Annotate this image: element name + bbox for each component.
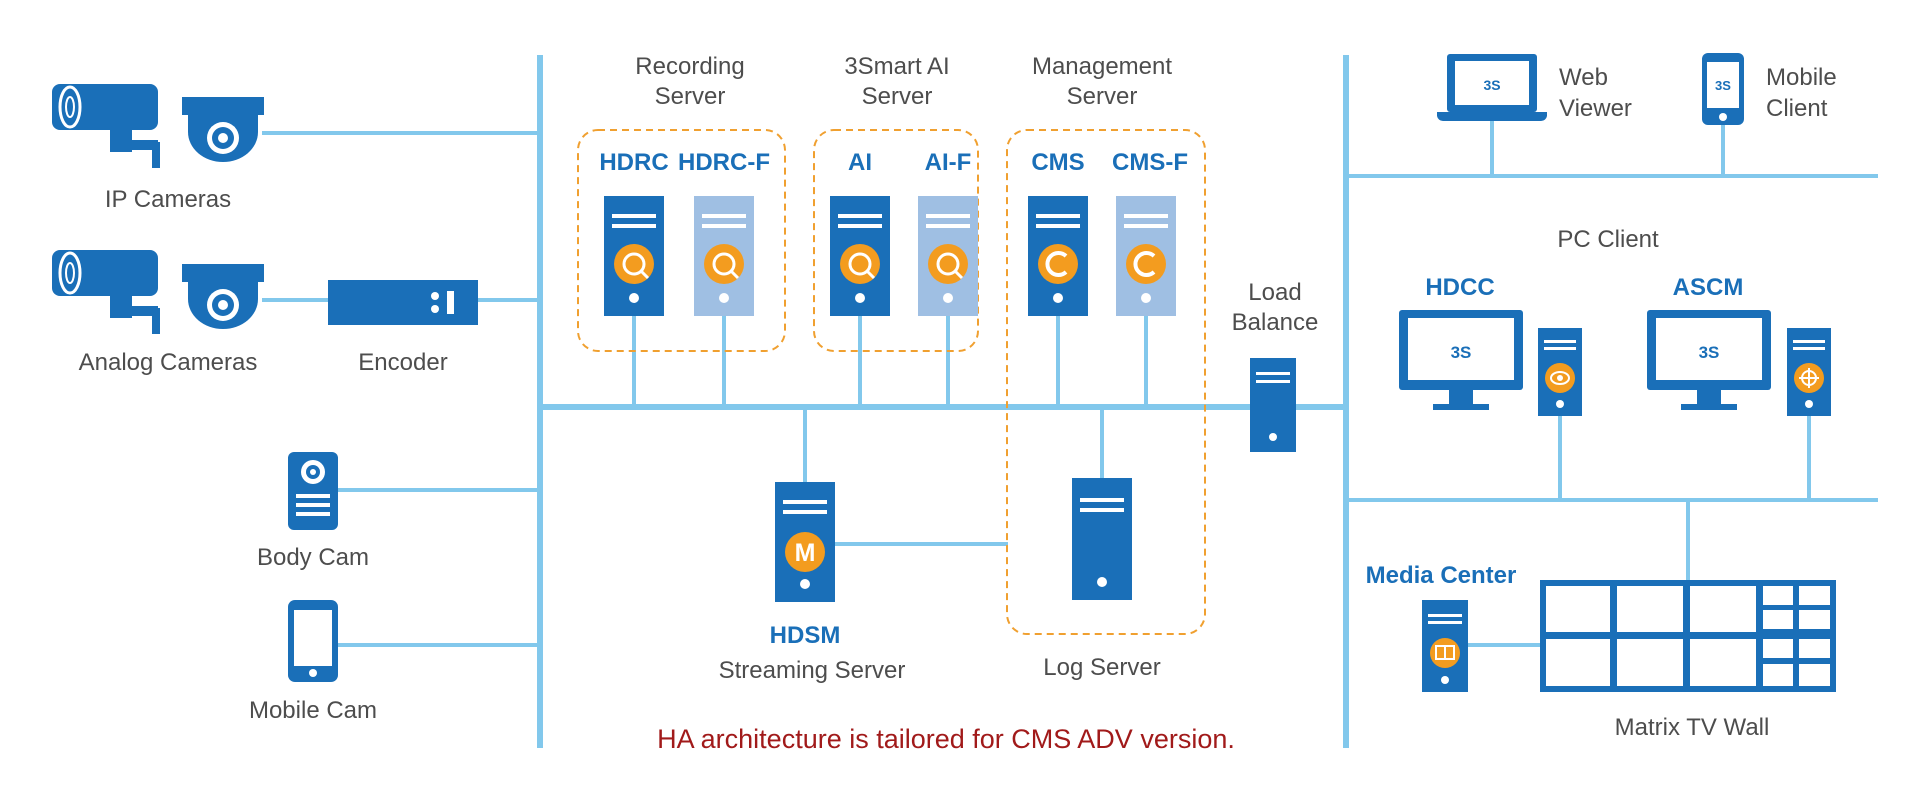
ai-server-icon — [830, 196, 890, 316]
encoder: Encoder — [328, 280, 478, 376]
network-lines — [262, 55, 1878, 748]
web-viewer: 3S Web Viewer — [1437, 54, 1632, 122]
mobile-client-logo: 3S — [1715, 78, 1731, 93]
hdcc-client: HDCC 3S — [1399, 274, 1582, 416]
tv-wall-label: Matrix TV Wall — [1615, 714, 1770, 741]
cms-label: CMS — [1031, 149, 1084, 176]
hdsm-server-icon: M — [775, 482, 835, 602]
recording-group-outline — [577, 129, 786, 352]
ip-cameras-label: IP Cameras — [105, 186, 231, 213]
media-center: Media Center — [1366, 562, 1517, 692]
bullet-camera-icon — [52, 84, 160, 168]
mobile-client-line2: Client — [1766, 95, 1828, 122]
hdsm-icon-letter: M — [795, 539, 816, 567]
mobile-cam-label: Mobile Cam — [249, 697, 377, 724]
ai-title-line2: Server — [862, 83, 933, 110]
dome-camera-icon — [182, 97, 264, 162]
recording-server-group: Recording Server HDRC HDRC-F — [599, 53, 770, 316]
tv-wall-icon — [1540, 580, 1836, 692]
hdcc-label: HDCC — [1425, 274, 1494, 301]
bullet-camera-icon — [52, 250, 160, 334]
web-viewer-line1: Web — [1559, 64, 1608, 91]
ascm-client: ASCM 3S — [1647, 274, 1831, 416]
matrix-tv-wall: Matrix TV Wall — [1540, 580, 1836, 741]
streaming-server-label: Streaming Server — [719, 657, 906, 684]
ai-server-group: 3Smart AI Server AI AI-F — [830, 53, 978, 316]
hdrc-f-server-icon — [694, 196, 754, 316]
web-viewer-line2: Viewer — [1559, 95, 1632, 122]
hdsm-label: HDSM — [770, 622, 841, 649]
ha-note: HA architecture is tailored for CMS ADV … — [657, 724, 1235, 754]
management-server-group: Management Server CMS CMS-F — [1028, 53, 1188, 316]
mobile-cam: Mobile Cam — [249, 600, 377, 724]
web-viewer-logo: 3S — [1483, 77, 1500, 93]
hdrc-server-icon — [604, 196, 664, 316]
load-balance-line2: Balance — [1232, 309, 1319, 336]
encoder-icon — [328, 280, 478, 325]
dome-camera-icon — [182, 264, 264, 329]
phone-icon: 3S — [1702, 53, 1744, 125]
management-group-outline — [1006, 129, 1206, 635]
body-cam-icon — [288, 452, 338, 530]
ai-f-server-icon — [918, 196, 978, 316]
management-title-line1: Management — [1032, 53, 1172, 80]
cms-f-label: CMS-F — [1112, 149, 1188, 176]
body-cam-label: Body Cam — [257, 544, 369, 571]
media-center-pc-icon — [1422, 600, 1468, 692]
ascm-pc-icon — [1787, 328, 1831, 416]
mobile-client: 3S Mobile Client — [1702, 53, 1837, 125]
hdrc-f-label: HDRC-F — [678, 149, 770, 176]
encoder-label: Encoder — [358, 349, 447, 376]
monitor-icon: 3S — [1647, 310, 1771, 410]
streaming-server: M HDSM Streaming Server — [719, 482, 906, 684]
cms-f-server-icon — [1116, 196, 1176, 316]
ai-f-label: AI-F — [925, 149, 972, 176]
load-balance-server-icon — [1250, 358, 1296, 452]
management-title-line2: Server — [1067, 83, 1138, 110]
ai-title-line1: 3Smart AI — [844, 53, 949, 80]
ip-cameras: IP Cameras — [52, 84, 264, 213]
analog-cameras-label: Analog Cameras — [79, 349, 258, 376]
ascm-label: ASCM — [1673, 274, 1744, 301]
monitor-icon: 3S — [1399, 310, 1523, 410]
load-balance-line1: Load — [1248, 279, 1301, 306]
log-server-icon — [1072, 478, 1132, 600]
analog-cameras: Analog Cameras — [52, 250, 264, 376]
pc-client-label: PC Client — [1557, 226, 1659, 253]
log-server-label: Log Server — [1043, 654, 1160, 681]
recording-title-line1: Recording — [635, 53, 744, 80]
hdcc-pc-icon — [1538, 328, 1582, 416]
hdrc-label: HDRC — [599, 149, 668, 176]
body-cam: Body Cam — [257, 452, 369, 571]
media-center-label: Media Center — [1366, 562, 1517, 589]
load-balance: Load Balance — [1232, 279, 1319, 452]
ai-label: AI — [848, 149, 872, 176]
log-server: Log Server — [1043, 478, 1161, 681]
ascm-logo: 3S — [1699, 343, 1720, 362]
laptop-icon: 3S — [1437, 54, 1547, 122]
mobile-client-line1: Mobile — [1766, 64, 1837, 91]
recording-title-line2: Server — [655, 83, 726, 110]
cms-server-icon — [1028, 196, 1088, 316]
hdcc-logo: 3S — [1451, 343, 1472, 362]
